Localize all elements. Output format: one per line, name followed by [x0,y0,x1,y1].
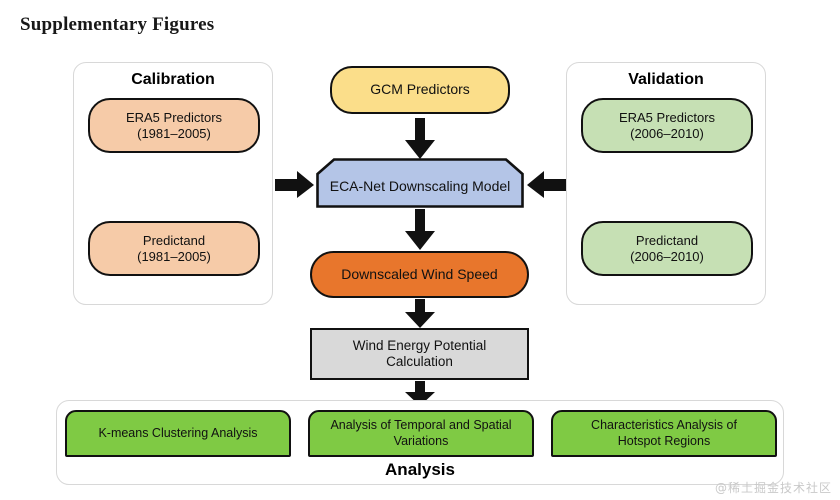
wind-energy-potential-calculation-label: Wind Energy Potential Calculation [352,337,487,369]
downscaled-wind-speed-label: Downscaled Wind Speed [341,265,498,282]
calibration-panel-title: Calibration [131,71,215,88]
analysis-panel-title: Analysis [385,460,455,479]
era5-predictors-validation[interactable]: ERA5 Predictors (2006–2010) [581,98,753,153]
gcm-predictors-label: GCM Predictors [370,81,470,98]
predictand-calibration-label: Predictand (1981–2005) [137,232,211,264]
arrow-model-to-wind [404,209,436,251]
k-means-clustering-analysis-label: K-means Clustering Analysis [98,425,258,440]
eca-net-downscaling-model-node[interactable]: ECA-Net Downscaling Model [316,158,524,208]
era5-predictors-calibration[interactable]: ERA5 Predictors (1981–2005) [88,98,260,153]
temporal-spatial-variations-analysis-label: Analysis of Temporal and Spatial Variati… [330,418,512,448]
gcm-predictors-node[interactable]: GCM Predictors [330,66,510,114]
era5-predictors-validation-label: ERA5 Predictors (2006–2010) [618,109,716,141]
predictand-calibration[interactable]: Predictand (1981–2005) [88,221,260,276]
era5-predictors-calibration-label: ERA5 Predictors (1981–2005) [125,109,223,141]
predictand-validation[interactable]: Predictand (2006–2010) [581,221,753,276]
eca-net-downscaling-model-label: ECA-Net Downscaling Model [329,178,511,194]
arrow-calibration-to-model [275,171,315,199]
arrow-gcm-to-model [404,118,436,160]
calibration-panel: Calibration ERA5 Predictors (1981–2005) … [73,62,273,305]
wind-energy-potential-calculation-node[interactable]: Wind Energy Potential Calculation [310,328,529,380]
hotspot-regions-analysis-label: Characteristics Analysis of Hotspot Regi… [591,418,737,448]
downscaled-wind-speed-node[interactable]: Downscaled Wind Speed [310,251,529,298]
predictand-validation-label: Predictand (2006–2010) [630,232,704,264]
temporal-spatial-variations-analysis[interactable]: Analysis of Temporal and Spatial Variati… [308,410,534,457]
validation-panel: Validation ERA5 Predictors (2006–2010) P… [566,62,766,305]
page-title: Supplementary Figures [20,14,215,35]
validation-panel-title: Validation [628,71,704,88]
k-means-clustering-analysis[interactable]: K-means Clustering Analysis [65,410,291,457]
arrow-calc-to-analysis [404,381,436,407]
arrow-wind-to-calc [404,299,436,329]
analysis-panel: K-means Clustering Analysis Analysis of … [56,400,784,485]
watermark: @稀土掘金技术社区 [714,481,832,495]
arrow-validation-to-model [526,171,566,199]
hotspot-regions-analysis[interactable]: Characteristics Analysis of Hotspot Regi… [551,410,777,457]
